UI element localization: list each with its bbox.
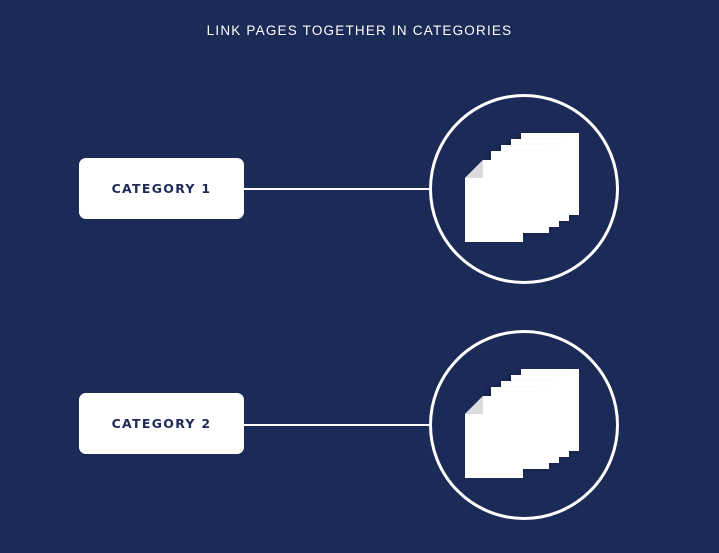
category-2-box: CATEGORY 2 [79,393,244,454]
page-fold-corner [465,160,483,178]
category-1-connector [244,188,430,190]
category-1-box: CATEGORY 1 [79,158,244,219]
category-1-pages-circle [429,94,619,284]
category-2-label: CATEGORY 2 [111,416,212,431]
diagram-title: LINK PAGES TOGETHER IN CATEGORIES [206,23,513,38]
category-2-connector [244,424,430,426]
category-1-label: CATEGORY 1 [111,181,212,196]
category-2-pages-circle [429,330,619,520]
page-fold-corner [465,396,483,414]
